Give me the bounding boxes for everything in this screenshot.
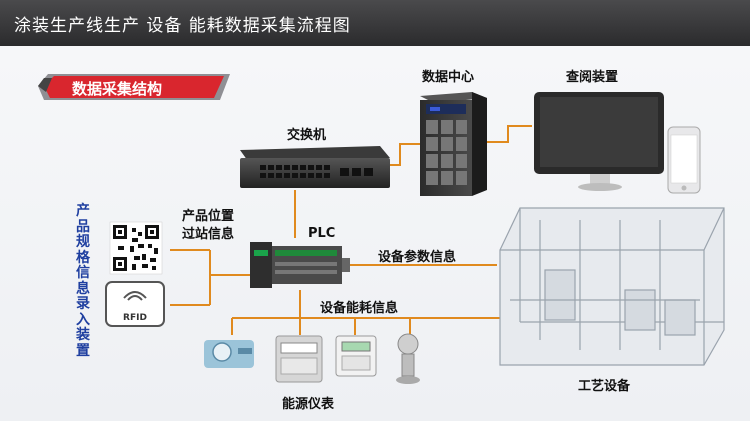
rfid-card-label: RFID bbox=[123, 313, 147, 323]
gas-meter-icon bbox=[275, 335, 323, 383]
process-equipment-icon bbox=[499, 207, 725, 366]
water-meter-icon bbox=[204, 340, 254, 368]
page-title: 涂装生产线生产 设备 能耗数据采集流程图 bbox=[14, 16, 351, 36]
spec-input-label: 产品规格信息录入装置 bbox=[76, 203, 90, 359]
electric-meter-icon bbox=[335, 335, 377, 377]
connector-switch-server bbox=[388, 143, 420, 166]
flow-meter-icon bbox=[396, 333, 420, 384]
connector-spec-plc bbox=[170, 249, 250, 306]
plc-icon bbox=[250, 242, 350, 288]
title-bar: 涂装生产线生产 设备 能耗数据采集流程图 bbox=[0, 0, 750, 46]
data-center-label: 数据中心 bbox=[422, 70, 475, 85]
plc-label: PLC bbox=[308, 226, 336, 241]
monitor-icon bbox=[534, 92, 664, 191]
server-icon bbox=[420, 92, 487, 196]
switch-label: 交换机 bbox=[287, 128, 327, 143]
energy-info-label: 设备能耗信息 bbox=[320, 301, 399, 316]
equipment-params-label: 设备参数信息 bbox=[378, 250, 457, 265]
rfid-card-icon bbox=[105, 281, 165, 327]
position-info-label: 产品位置 过站信息 bbox=[182, 209, 235, 242]
section-banner-title: 数据采集结构 bbox=[72, 80, 163, 98]
phone-icon bbox=[667, 126, 701, 194]
section-banner-shape bbox=[38, 74, 230, 100]
connector-server-monitor bbox=[487, 125, 532, 143]
energy-meters-label: 能源仪表 bbox=[282, 397, 335, 412]
network-switch-icon bbox=[240, 146, 390, 188]
viewer-label: 查阅装置 bbox=[566, 70, 619, 85]
qr-code-icon bbox=[109, 221, 163, 275]
process-equipment-label: 工艺设备 bbox=[578, 379, 631, 394]
connector-plc-meters bbox=[231, 290, 411, 335]
